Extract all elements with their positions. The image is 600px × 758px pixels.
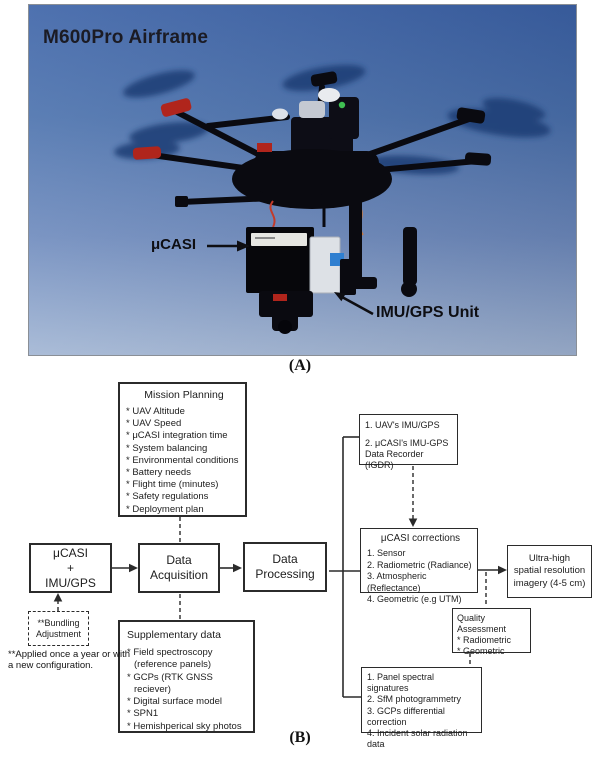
corrections-box: μCASI corrections 1. Sensor 2. Radiometr… — [360, 528, 478, 604]
output-line: spatial resolution — [513, 565, 586, 577]
panel-a-label: (A) — [288, 357, 312, 374]
output-line: imagery (4-5 cm) — [513, 577, 586, 589]
imu-sources-box: 1. UAV's IMU/GPS 2. μCASI's IMU-GPS Data… — [359, 414, 458, 470]
bundling-line: **Bundling — [37, 617, 80, 628]
correction-item: 3. Atmospheric (Reflectance) — [367, 571, 427, 593]
quality-item: * Radiometric — [457, 635, 512, 645]
data-acquisition-box: Data Acquisition — [138, 543, 220, 593]
bundling-footnote: **Applied once a year or with a new conf… — [8, 649, 130, 671]
mission-item: * UAV Altitude — [126, 406, 185, 417]
workflow-diagram: Mission Planning * UAV Altitude * UAV Sp… — [0, 375, 600, 758]
flowchart-connectors — [53, 436, 507, 698]
imu-source-item: 1. UAV's IMU/GPS — [365, 420, 440, 430]
photo-title: M600Pro Airframe — [43, 27, 209, 48]
drone-payload — [246, 197, 417, 334]
supplementary-item: * SPN1 — [127, 708, 159, 720]
mission-item: * Environmental conditions — [126, 454, 239, 466]
output-box: Ultra-high spatial resolution imagery (4… — [507, 545, 592, 598]
data-acquisition-line: Acquisition — [149, 568, 209, 582]
mission-item: * UAV Speed — [126, 418, 182, 430]
drone-motors — [132, 71, 492, 166]
data-processing-line: Data — [272, 552, 298, 566]
ancillary-item: 3. GCPs differential correction — [367, 705, 445, 727]
supplementary-data-box: Supplementary data * Field spectroscopy … — [118, 620, 255, 733]
correction-item: 2. Radiometric (Radiance) — [367, 559, 472, 570]
quality-item: * Geometric — [457, 646, 505, 656]
quality-title: Quality Assessment — [457, 613, 507, 634]
drone-photo: M600Pro Airframe μCASI IMU/GPS Unit — [28, 4, 577, 356]
drone-illustration — [114, 64, 551, 334]
mission-item: * μCASI integration time — [126, 430, 228, 442]
mucasi-annotation: μCASI — [151, 236, 197, 253]
annotation-arrows — [207, 240, 374, 316]
ancillary-item: 2. SfM photogrammetry — [367, 694, 462, 705]
imu-gps-annotation: IMU/GPS Unit — [376, 304, 480, 321]
arrowheads — [53, 518, 507, 602]
supplementary-item: * Field spectroscopy (reference panels) — [127, 647, 213, 671]
supplementary-item: * GCPs (RTK GNSS reciever) — [127, 671, 213, 695]
supplementary-item: * Digital surface model — [127, 696, 223, 708]
ancillary-data-box: 1. Panel spectral signatures 2. SfM phot… — [361, 667, 482, 749]
output-line: Ultra-high — [528, 552, 571, 564]
sensor-unit-line: + — [66, 560, 74, 575]
sensor-unit-line: IMU/GPS — [45, 575, 96, 590]
bundling-adjustment-box: **Bundling Adjustment — [28, 611, 89, 646]
sensor-unit-box: μCASI + IMU/GPS — [29, 543, 112, 593]
quality-assessment-box: Quality Assessment * Radiometric * Geome… — [452, 608, 531, 656]
mission-item: * Safety regulations — [126, 491, 209, 503]
mission-planning-title: Mission Planning — [144, 389, 224, 401]
mission-item: * Flight time (minutes) — [126, 479, 219, 491]
sensor-unit-line: μCASI — [53, 545, 88, 560]
supplementary-title: Supplementary data — [127, 629, 221, 641]
corrections-title: μCASI corrections — [380, 533, 461, 544]
correction-item: 4. Geometric (e.g UTM) — [367, 594, 462, 604]
panel-b-label: (B) — [289, 729, 311, 746]
ancillary-item: 4. Incident solar radiation data — [367, 728, 468, 750]
mission-item: * System balancing — [126, 442, 208, 454]
supplementary-item: * Hemishperical sky photos — [127, 720, 242, 732]
imu-source-item: 2. μCASI's IMU-GPS Data Recorder (IGDR) — [365, 438, 449, 470]
drone-body — [175, 88, 392, 236]
data-processing-line: Processing — [255, 567, 315, 581]
mission-item: * Battery needs — [126, 467, 191, 479]
data-acquisition-line: Data — [166, 553, 192, 567]
mission-item: * Deployment plan — [126, 503, 204, 515]
bundling-line: Adjustment — [35, 628, 82, 639]
ancillary-item: 1. Panel spectral signatures — [367, 672, 435, 694]
mission-planning-box: Mission Planning * UAV Altitude * UAV Sp… — [118, 382, 247, 517]
data-processing-box: Data Processing — [243, 542, 327, 592]
correction-item: 1. Sensor — [367, 548, 406, 558]
